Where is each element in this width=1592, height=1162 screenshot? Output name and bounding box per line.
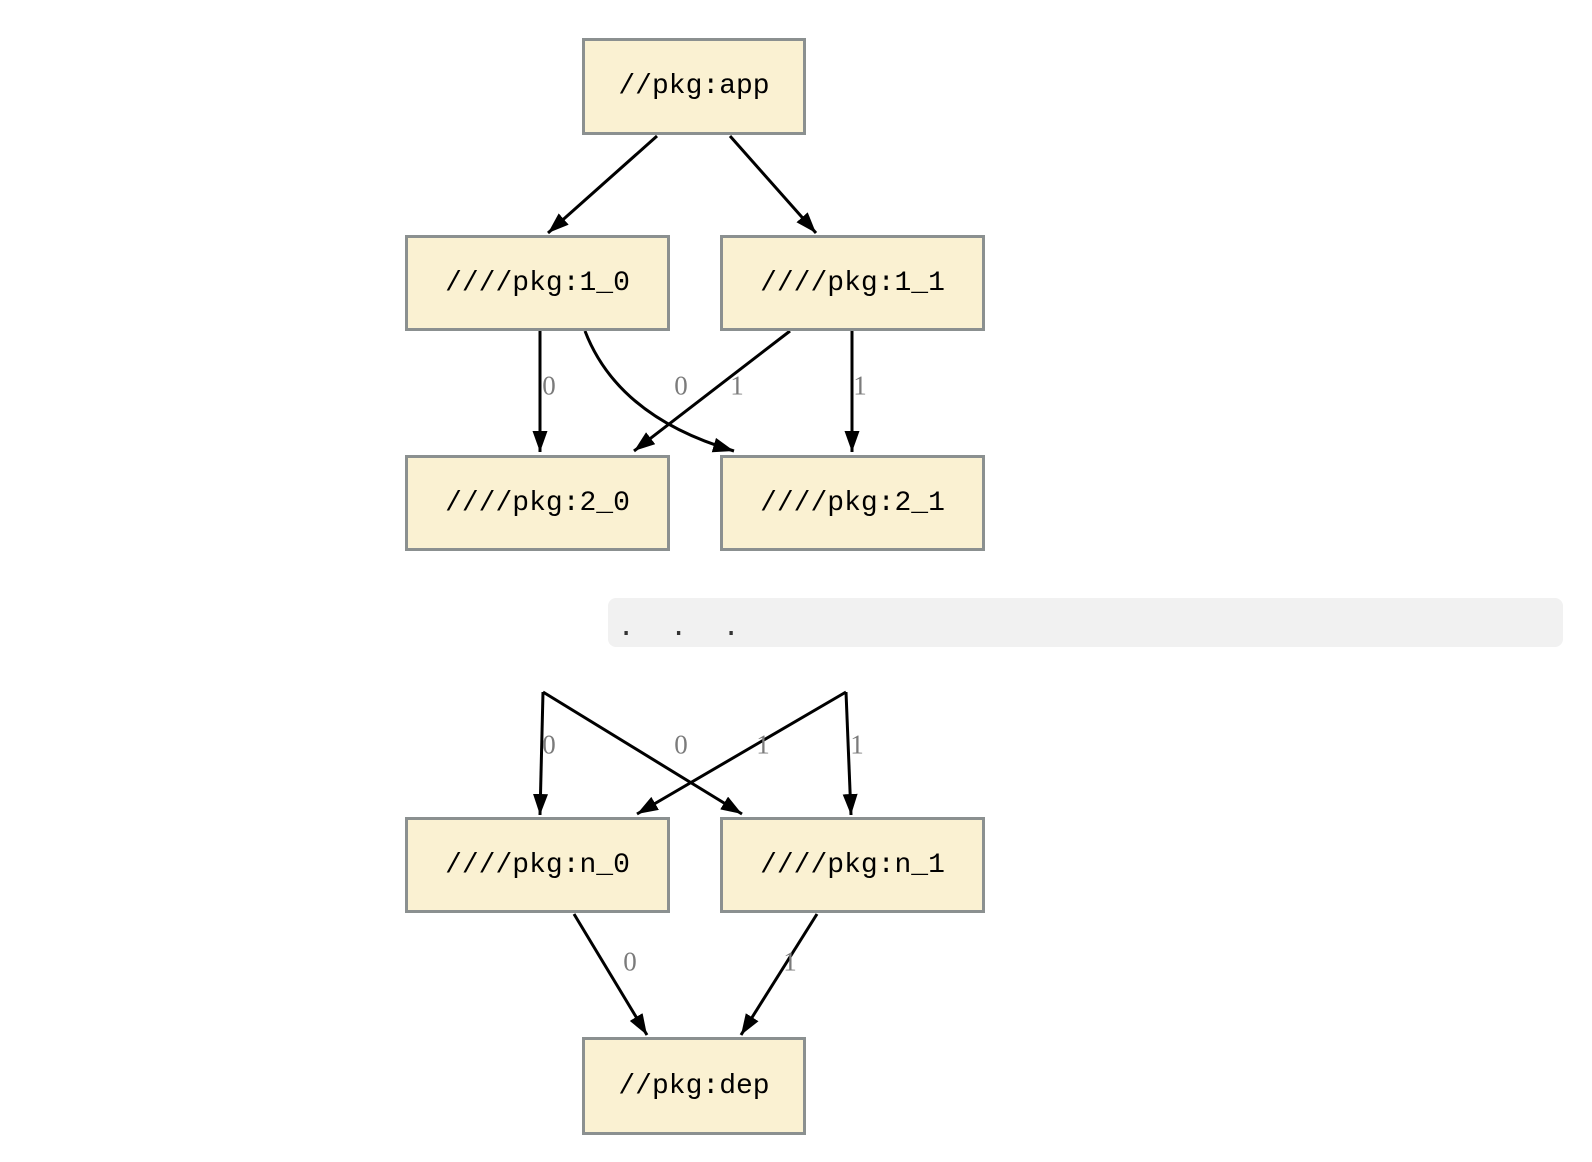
edge-label: 1 [730,370,744,401]
edge-label: 1 [850,729,864,760]
edge-label: 0 [674,729,688,760]
node-pkg-2_1: ////pkg:2_1 [720,455,985,551]
edge-label: 0 [542,370,556,401]
node-pkg-dep: //pkg:dep [582,1037,806,1135]
edge-label: 0 [542,729,556,760]
edge-1_0-to-2_1 [583,330,735,453]
edge-1_1-to-2_0 [633,329,791,453]
node-pkg-2_1-label: ////pkg:2_1 [760,487,945,519]
node-pkg-app: //pkg:app [582,38,806,135]
ellipsis-band: . . . [608,598,1563,647]
edge-label: 0 [623,946,637,977]
node-pkg-n_0: ////pkg:n_0 [405,817,670,913]
node-pkg-app-label: //pkg:app [618,71,770,102]
node-pkg-1_0-label: ////pkg:1_0 [445,267,630,299]
node-pkg-n_1-label: ////pkg:n_1 [760,849,945,881]
node-pkg-2_0-label: ////pkg:2_0 [445,487,630,519]
edge-label: 1 [783,946,797,977]
edge-label: 0 [674,370,688,401]
edge-n_1-to-dep [739,913,819,1036]
edge-prev0-to-n_1 [542,690,743,816]
edge-app-to-1_1 [728,135,818,234]
node-pkg-n_1: ////pkg:n_1 [720,817,985,913]
node-pkg-1_0: ////pkg:1_0 [405,235,670,331]
edge-label: 1 [756,729,770,760]
node-pkg-1_1: ////pkg:1_1 [720,235,985,331]
ellipsis-dots: . . . [618,611,750,642]
edge-label: 1 [853,370,867,401]
node-pkg-n_0-label: ////pkg:n_0 [445,849,630,881]
node-pkg-2_0: ////pkg:2_0 [405,455,670,551]
edge-app-to-1_0 [547,134,658,235]
node-pkg-dep-label: //pkg:dep [618,1070,770,1102]
node-pkg-1_1-label: ////pkg:1_1 [760,267,945,299]
edge-prev1-to-n_0 [636,690,847,816]
